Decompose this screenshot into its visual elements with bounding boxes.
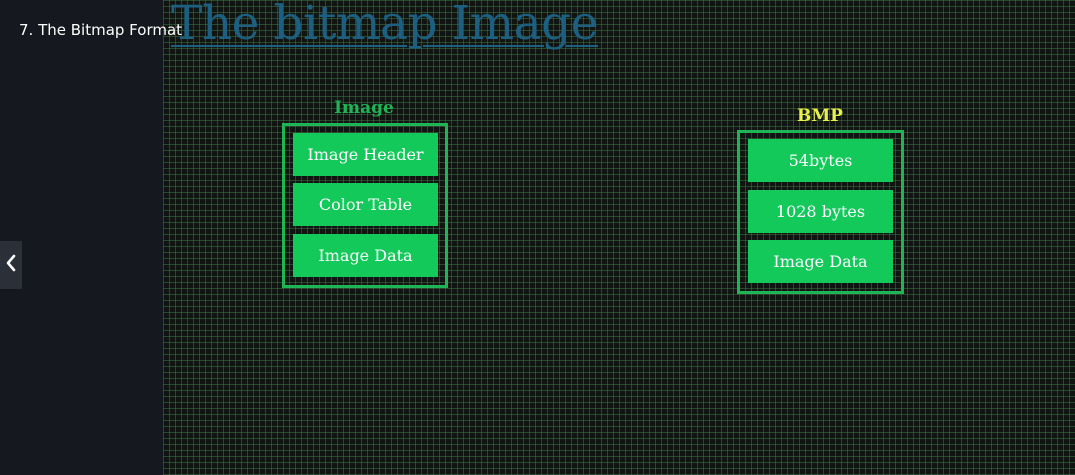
color-table-block: Color Table	[293, 183, 438, 226]
sidebar	[0, 0, 163, 475]
bmp-image-data-block: Image Data	[748, 240, 893, 283]
bmp-diagram-frame	[737, 130, 904, 294]
image-diagram-label: Image	[334, 98, 394, 118]
header-size-block: 54bytes	[748, 139, 893, 182]
slide-canvas: The bitmap Image Image Image Header Colo…	[163, 0, 1075, 475]
image-data-block: Image Data	[293, 234, 438, 277]
bmp-diagram-label: BMP	[797, 106, 843, 126]
color-table-size-block: 1028 bytes	[748, 190, 893, 233]
image-diagram-frame	[282, 123, 448, 288]
lesson-title: 7. The Bitmap Format	[19, 21, 183, 39]
previous-slide-button[interactable]	[0, 241, 22, 289]
chevron-left-icon	[5, 254, 17, 277]
image-header-block: Image Header	[293, 133, 438, 176]
slide-title: The bitmap Image	[171, 0, 599, 51]
